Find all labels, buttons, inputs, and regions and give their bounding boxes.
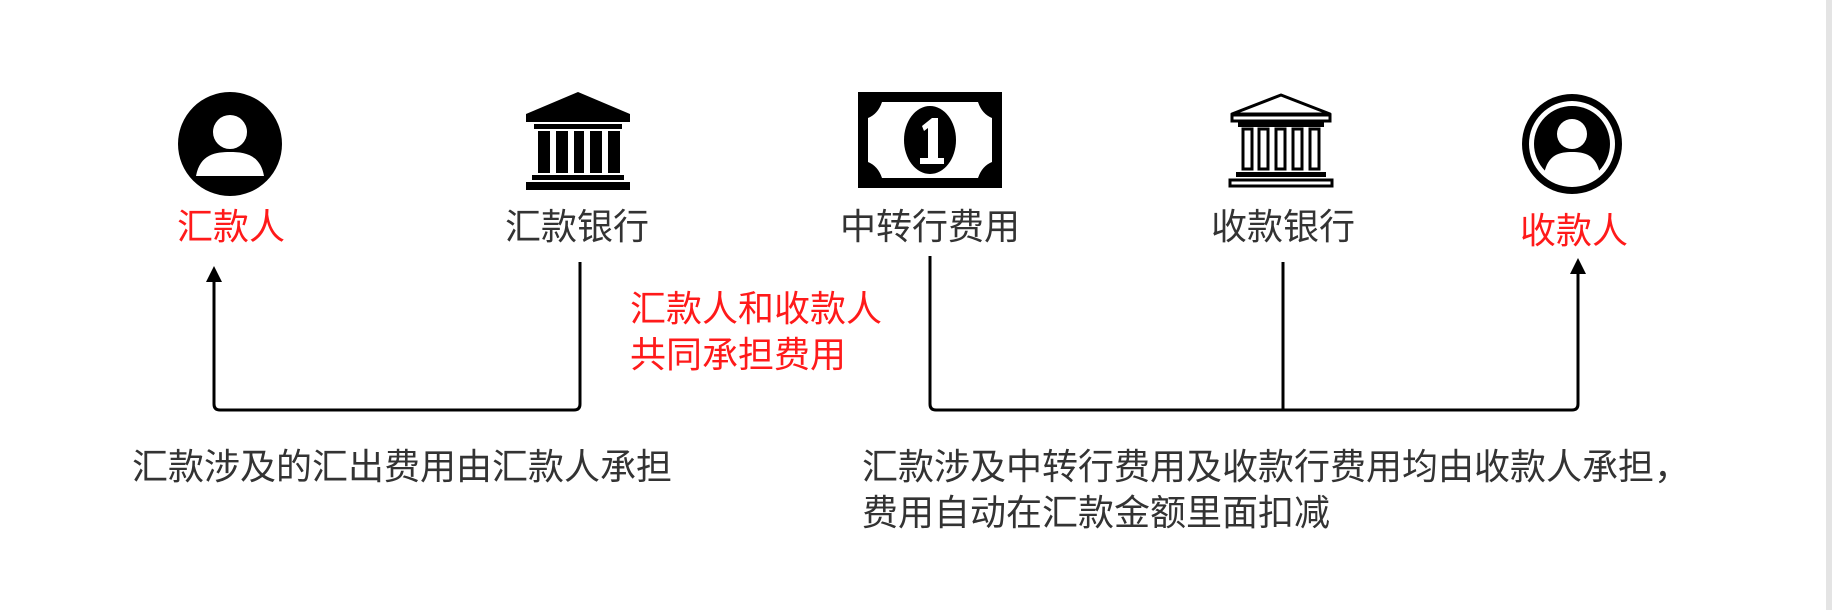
shared-fee-note-line2: 共同承担费用	[630, 335, 847, 376]
intermediary-fee-label: 中转行费用	[839, 207, 1021, 248]
payee-fee-note-line2: 费用自动在汇款金额里面扣减	[862, 493, 1331, 534]
shared-fee-note-line1: 汇款人和收款人	[630, 289, 883, 330]
person-icon	[178, 92, 282, 196]
right-connector	[928, 256, 1580, 412]
payee-arrow-head	[1570, 258, 1586, 274]
payee-label: 收款人	[1519, 211, 1629, 252]
left-connector	[212, 262, 582, 412]
remitter-arrow-head	[206, 266, 222, 282]
remitter-label: 汇款人	[176, 207, 286, 248]
payee-fee-note-line1: 汇款涉及中转行费用及收款行费用均由收款人承担，	[862, 447, 1691, 488]
remitter-fee-note: 汇款涉及的汇出费用由汇款人承担	[132, 447, 673, 488]
person-circle-icon	[1522, 94, 1622, 194]
vertical-scrollbar[interactable]	[1826, 0, 1832, 610]
bank-outline-icon	[1228, 93, 1334, 188]
receiving-bank-label: 收款银行	[1210, 207, 1356, 248]
banknote-icon	[858, 92, 1002, 188]
bank-filled-icon	[526, 92, 630, 190]
remitting-bank-label: 汇款银行	[504, 207, 650, 248]
